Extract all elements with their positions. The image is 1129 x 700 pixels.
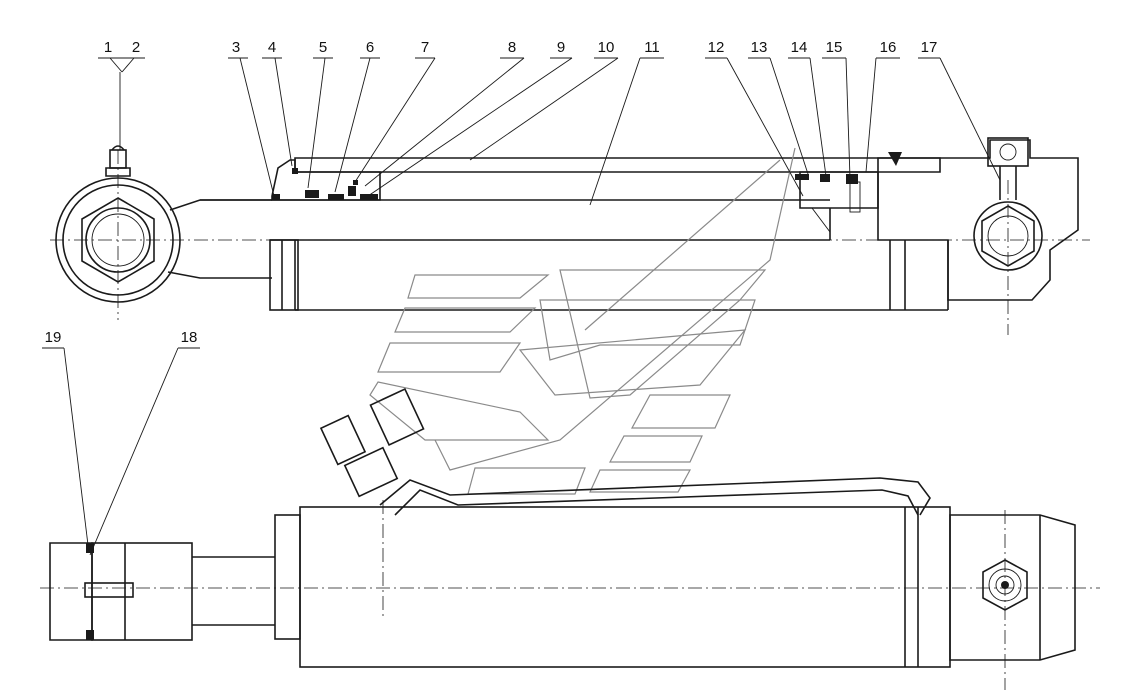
piston [795, 171, 879, 240]
gland [271, 159, 381, 201]
callout-6: 6 [366, 39, 374, 56]
callout-12: 12 [708, 39, 725, 56]
callout-8: 8 [508, 39, 516, 56]
callout-9: 9 [557, 39, 565, 56]
callout-19: 19 [45, 329, 62, 346]
rod-eye-left [55, 145, 272, 303]
callout-5: 5 [319, 39, 327, 56]
callout-labels: 1 2 3 4 5 6 7 8 9 10 11 12 13 14 15 16 1… [45, 39, 938, 346]
hydraulic-hose [319, 387, 931, 516]
callout-11: 11 [644, 39, 660, 56]
watermark-logo [369, 147, 796, 495]
end-cap-clevis [877, 137, 1079, 301]
callout-2: 2 [132, 39, 140, 56]
callout-18: 18 [181, 329, 198, 346]
callout-7: 7 [421, 39, 429, 56]
bottom-exterior-view [40, 500, 1100, 690]
top-section-view [50, 137, 1090, 335]
callout-17: 17 [921, 39, 938, 56]
callout-14: 14 [791, 39, 808, 56]
callout-13: 13 [751, 39, 768, 56]
callout-15: 15 [826, 39, 843, 56]
callout-16: 16 [880, 39, 897, 56]
callout-1: 1 [104, 39, 112, 56]
leader-lines [42, 57, 1001, 556]
callout-4: 4 [268, 39, 276, 56]
callout-3: 3 [232, 39, 240, 56]
callout-10: 10 [598, 39, 615, 56]
